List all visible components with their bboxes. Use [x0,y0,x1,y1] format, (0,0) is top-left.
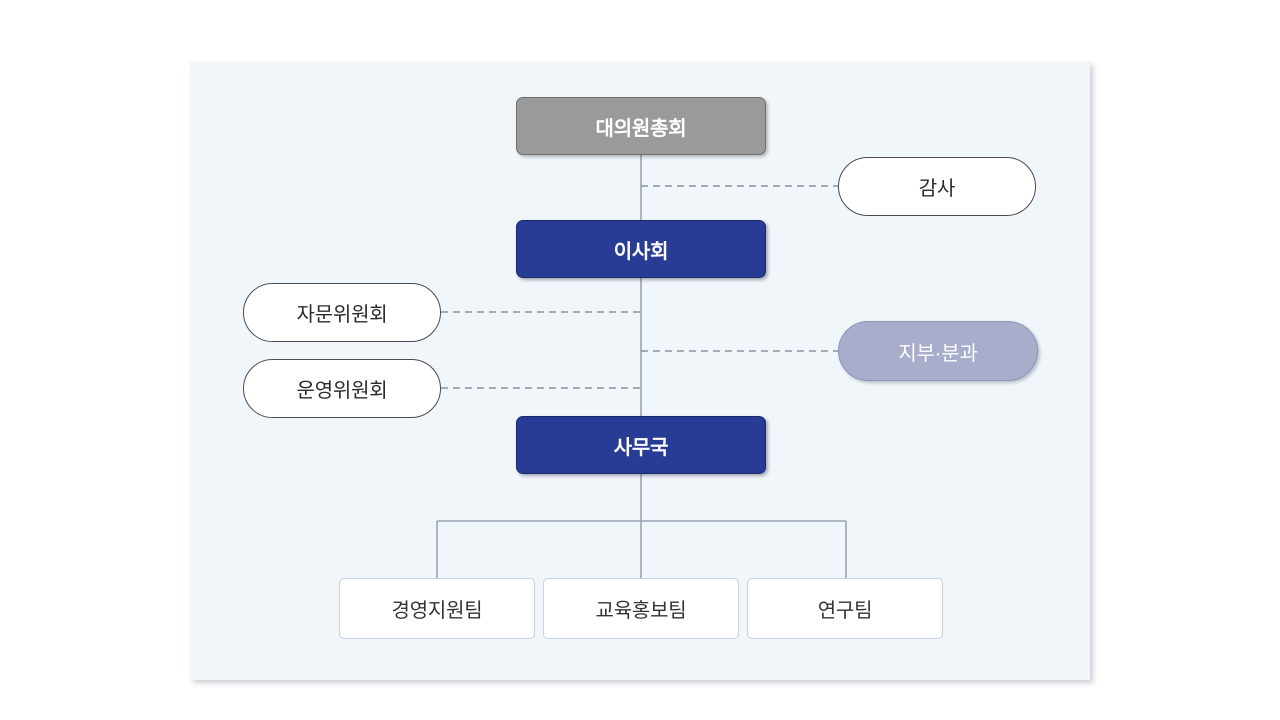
node-team-research[interactable]: 연구팀 [747,578,943,639]
node-secretariat[interactable]: 사무국 [516,416,766,474]
node-team-management-support[interactable]: 경영지원팀 [339,578,535,639]
node-assembly[interactable]: 대의원총회 [516,97,766,155]
node-branches[interactable]: 지부·분과 [838,321,1038,381]
node-team-education-pr[interactable]: 교육홍보팀 [543,578,739,639]
node-auditor[interactable]: 감사 [838,157,1036,216]
node-board[interactable]: 이사회 [516,220,766,278]
node-advisory-committee[interactable]: 자문위원회 [243,283,441,342]
node-steering-committee[interactable]: 운영위원회 [243,359,441,418]
